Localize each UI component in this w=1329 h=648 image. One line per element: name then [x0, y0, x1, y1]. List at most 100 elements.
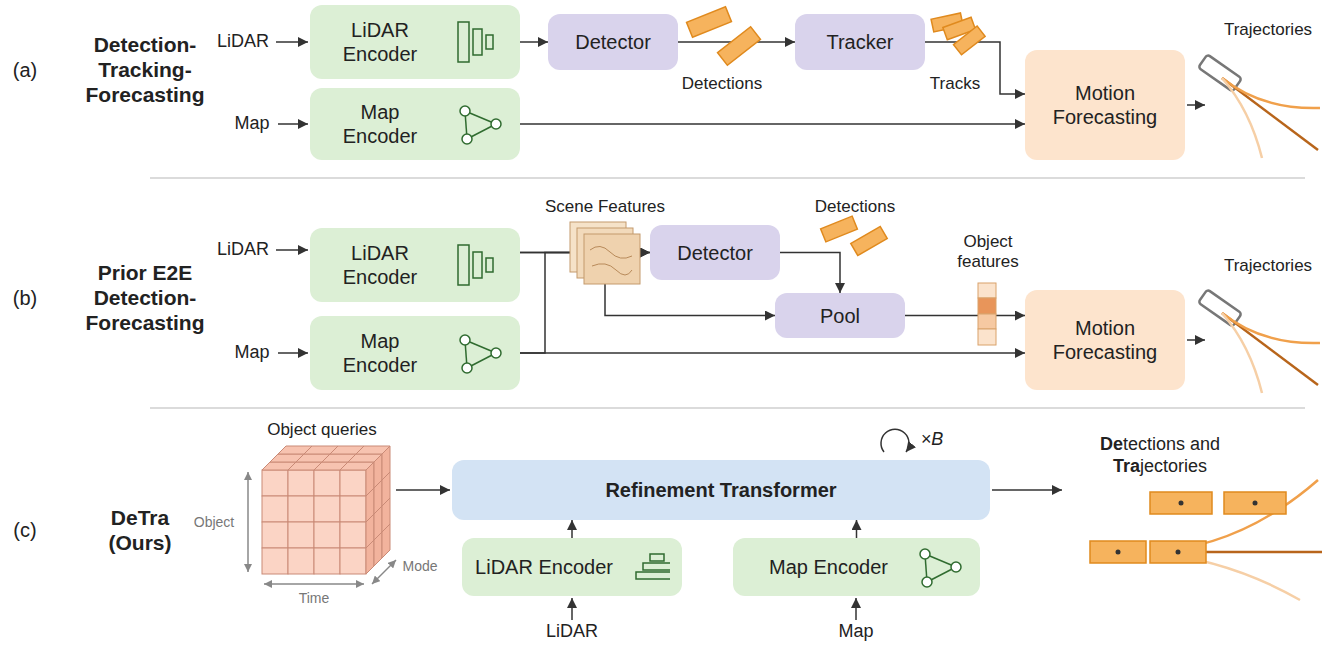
panel-letter: (c): [13, 518, 36, 542]
module-box: Pool: [775, 293, 905, 338]
output-drawing: [1176, 550, 1181, 555]
cube-cell: [262, 496, 288, 522]
output-label: Tracks: [930, 74, 980, 94]
bars-icon: [454, 241, 508, 289]
trajectory-drawing: [1222, 78, 1262, 158]
encoder-box: Map Encoder: [310, 316, 520, 390]
cube-cell: [314, 470, 340, 496]
input-arrow: [396, 489, 450, 491]
input-arrow: [571, 598, 573, 620]
output-label: Detections: [682, 74, 762, 94]
input-arrow: [276, 42, 1205, 620]
input-arrow: [1187, 339, 1205, 341]
bar: [643, 563, 670, 570]
output-drawing: [1253, 501, 1258, 506]
node-text: LiDAR Encoder: [333, 18, 428, 66]
connector: [925, 42, 1025, 94]
input-arrow: [276, 249, 308, 251]
output-label: Detections and Trajectories: [1075, 434, 1245, 477]
trajectory-drawing: [1198, 54, 1320, 393]
graph-node: [491, 348, 501, 358]
tracks-icon: [953, 26, 985, 55]
module-box: Tracker: [795, 14, 925, 70]
cube-cell: [314, 522, 340, 548]
cube-cell: [262, 548, 288, 574]
bar: [650, 554, 664, 561]
separator: [150, 177, 1305, 179]
connector: [856, 520, 858, 538]
axis-label: Mode: [402, 558, 437, 575]
axis-arrow: [264, 583, 364, 585]
cube-cell: [340, 470, 366, 496]
input-label: LiDAR: [217, 239, 269, 261]
connector: [905, 315, 1025, 317]
object-features-icon: [978, 329, 996, 345]
cube-cell: [340, 548, 366, 574]
output-drawing: [1090, 492, 1286, 563]
text-part: tections and: [1123, 434, 1220, 454]
cube-cell: [382, 524, 390, 558]
input-arrow: [278, 352, 308, 354]
cube-cell: [288, 496, 314, 522]
output-label: Detections: [815, 197, 895, 217]
encoder-box: Map Encoder: [733, 538, 980, 596]
object-features-icon: [978, 314, 996, 329]
forecasting-box: Motion Forecasting: [1025, 290, 1185, 390]
panel-letter: (b): [13, 286, 37, 310]
graph-icon: [454, 329, 508, 377]
node-text: Map Encoder: [769, 555, 888, 579]
feature-label: Scene Features: [545, 197, 665, 217]
feature-label: Object features: [948, 232, 1028, 273]
graph-icon: [914, 543, 968, 591]
forecasting-box: Motion Forecasting: [1025, 50, 1185, 160]
graph-node: [491, 119, 501, 129]
output-label: Trajectories: [1224, 20, 1312, 40]
bar: [486, 35, 493, 49]
cube-cell: [374, 532, 382, 566]
object-features-icon: [978, 283, 996, 345]
bar: [473, 252, 482, 278]
graph-node: [922, 577, 932, 587]
encoder-box: LiDAR Encoder: [310, 228, 520, 302]
output-drawing: [1150, 541, 1206, 563]
trajectory-drawing: [1222, 313, 1320, 343]
connector: [780, 253, 840, 294]
module-box: Detector: [650, 225, 780, 280]
node-text: LiDAR Encoder: [333, 241, 428, 289]
input-arrow: [881, 429, 909, 452]
axis-arrow: [247, 472, 249, 572]
cube-cell: [314, 548, 340, 574]
graph-node: [462, 363, 472, 373]
separator: [150, 178, 1305, 408]
detections-icon: [687, 7, 732, 38]
bar: [458, 22, 469, 62]
scene-features-icon: [570, 222, 640, 284]
graph-node: [460, 106, 470, 116]
cube-cell: [262, 470, 288, 496]
graph-node: [951, 562, 961, 572]
encoder-box: LiDAR Encoder: [310, 5, 520, 79]
axis-label: Object: [194, 514, 234, 531]
node-text: Motion Forecasting: [1040, 81, 1170, 129]
bars-icon: [454, 18, 508, 66]
connector: [520, 123, 1025, 125]
repeat-label: ×B: [921, 429, 944, 451]
feature-label: Object queries: [267, 420, 377, 440]
query-cube: [262, 446, 390, 574]
object-features-icon: [978, 283, 996, 298]
cube-cell: [288, 470, 314, 496]
input-arrow: [276, 41, 308, 43]
input-label: Map: [234, 342, 269, 364]
input-label: Map: [234, 113, 269, 135]
output-label: Trajectories: [1224, 256, 1312, 276]
input-arrow: [992, 489, 1062, 491]
bar: [486, 258, 493, 272]
node-text: Refinement Transformer: [605, 478, 836, 502]
row-title: Prior E2E Detection- Forecasting: [70, 260, 220, 336]
connector: [571, 520, 573, 538]
node-text: Detector: [677, 241, 753, 265]
node-text: Detector: [575, 30, 651, 54]
detections-icon: [718, 27, 761, 65]
text-part: jectories: [1140, 456, 1207, 476]
